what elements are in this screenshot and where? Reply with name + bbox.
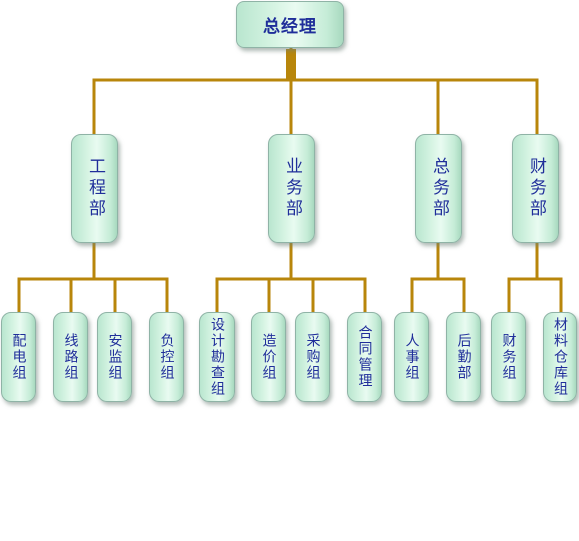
- team-node: 人事组: [394, 312, 429, 402]
- team-node-label: 合同管理: [356, 325, 373, 389]
- dept-node-label: 财务部: [526, 157, 546, 220]
- team-node: 线路组: [53, 312, 88, 402]
- team-node: 配电组: [1, 312, 36, 402]
- root-connector-stub: [286, 49, 296, 79]
- team-node-label: 人事组: [403, 333, 420, 381]
- team-node: 造价组: [251, 312, 286, 402]
- team-node: 设计勘查组: [199, 312, 235, 402]
- team-node-label: 财务组: [500, 333, 517, 381]
- dept-node-finance: 财务部: [512, 134, 559, 243]
- dept-node-label: 工程部: [85, 157, 105, 220]
- team-node: 负控组: [149, 312, 184, 402]
- team-node: 后勤部: [446, 312, 481, 402]
- team-node-label: 设计勘查组: [209, 317, 225, 397]
- dept-node-label: 总务部: [429, 157, 449, 220]
- team-node: 安监组: [97, 312, 132, 402]
- team-node: 材料仓库组: [543, 312, 577, 402]
- dept-node-business: 业务部: [268, 134, 315, 243]
- root-node-general-manager: 总经理: [236, 1, 344, 48]
- dept-node-label: 业务部: [282, 157, 302, 220]
- dept-node-general-affairs: 总务部: [415, 134, 462, 243]
- team-node-label: 采购组: [304, 333, 321, 381]
- team-node-label: 负控组: [158, 333, 175, 381]
- team-node-label: 配电组: [10, 333, 27, 381]
- team-node-label: 材料仓库组: [552, 317, 568, 397]
- team-node-label: 安监组: [106, 333, 123, 381]
- team-node: 财务组: [491, 312, 526, 402]
- team-node: 合同管理: [347, 312, 382, 402]
- team-node-label: 造价组: [260, 333, 277, 381]
- dept-node-engineering: 工程部: [71, 134, 118, 243]
- team-node-label: 后勤部: [455, 333, 472, 381]
- root-node-label: 总经理: [263, 17, 317, 37]
- team-node: 采购组: [295, 312, 330, 402]
- team-node-label: 线路组: [62, 333, 79, 381]
